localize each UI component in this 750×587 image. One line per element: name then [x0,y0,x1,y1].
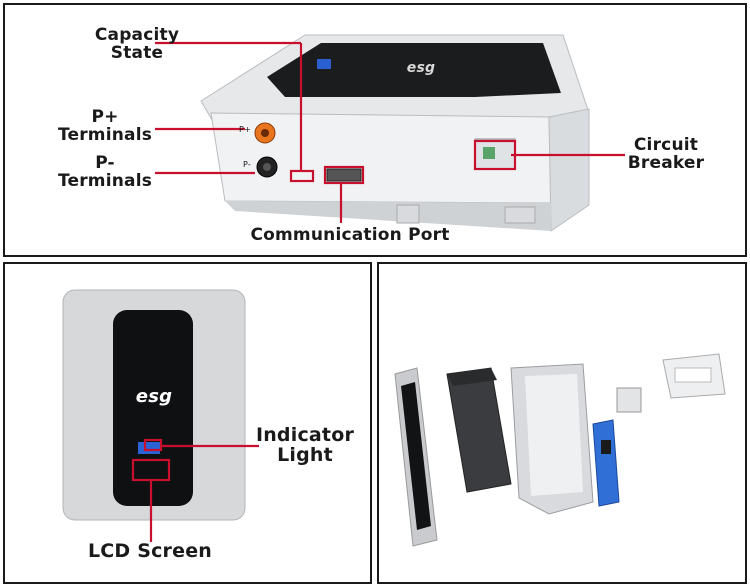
label-lcd-screen: LCD Screen [75,540,225,562]
label-circuit-breaker-line1: Circuit [633,135,699,155]
battery-top-view-illustration [155,34,625,232]
label-circuit-breaker: Circuit Breaker [625,135,707,173]
label-capacity-state: Capacity State [89,25,185,63]
brand-logo-front: esg [135,386,173,407]
label-capacity-state-line1: Capacity [94,25,180,45]
bottom-right-panel [377,262,747,584]
label-p-minus-line1: P- [95,153,115,173]
exploded-view-illustration [394,353,726,547]
battery-front-view-illustration [62,289,259,542]
label-indicator-line1: Indicator [255,424,355,446]
label-capacity-state-line2: State [110,42,164,63]
label-circuit-breaker-line2: Breaker [627,152,705,173]
brand-logo-top: esg [406,60,436,76]
label-p-minus-line2: Terminals [57,170,153,191]
label-lcd-screen-text: LCD Screen [87,540,213,562]
terminal-mark-p-minus: P- [243,160,251,169]
terminal-mark-p-plus: P+ [239,125,251,134]
bottom-left-panel: esg Indicator Light LCD Screen [3,262,372,584]
label-p-plus-line1: P+ [91,107,119,127]
label-p-plus-line2: Terminals [57,124,153,145]
label-p-plus-terminals: P+ Terminals [55,107,155,145]
label-indicator-light: Indicator Light [253,424,357,466]
label-communication-port-text: Communication Port [250,225,450,245]
label-indicator-line2: Light [277,443,333,466]
top-panel: Capacity State P+ Terminals P- Terminals… [3,3,747,257]
label-communication-port: Communication Port [245,225,455,245]
label-p-minus-terminals: P- Terminals [55,153,155,191]
